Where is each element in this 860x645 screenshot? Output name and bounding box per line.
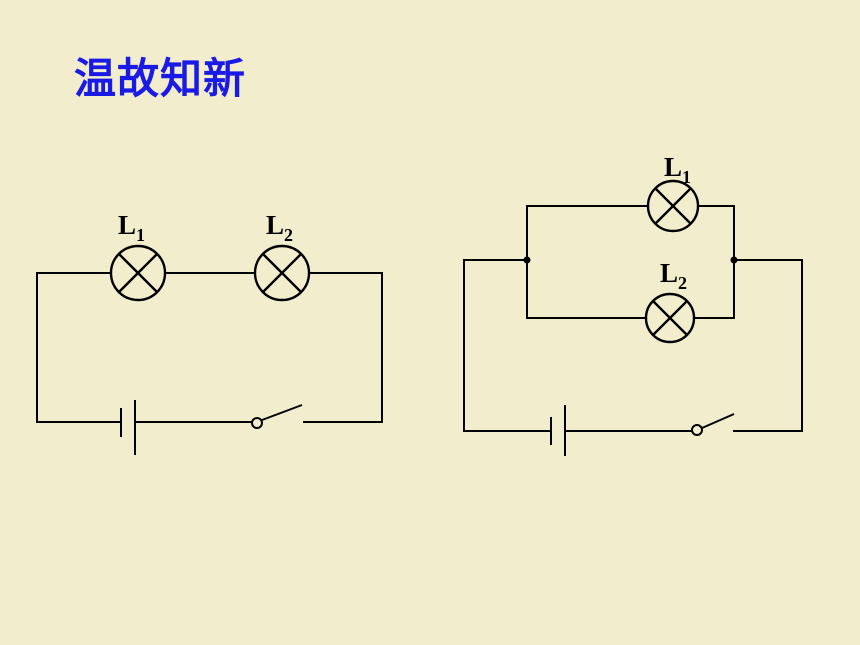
label-subscript: 2 [678, 273, 687, 293]
switch-blade [701, 413, 735, 429]
label-letter: L [664, 152, 682, 182]
series-switch[interactable] [251, 404, 303, 429]
switch-blade [261, 404, 303, 421]
parallel-lamp-1-label: L1 [664, 152, 691, 187]
parallel-lamp-2 [644, 292, 696, 344]
parallel-branch-1-left [526, 205, 648, 260]
label-letter: L [266, 210, 284, 240]
switch-pivot [251, 417, 263, 429]
slide-title: 温故知新 [74, 54, 247, 103]
parallel-battery [550, 405, 566, 456]
parallel-switch[interactable] [691, 413, 735, 436]
series-circuit: L1 L2 [36, 210, 383, 455]
series-lamp-2-label: L2 [266, 210, 293, 245]
series-lamp-1 [109, 244, 167, 302]
parallel-circuit: L1 L2 [463, 152, 803, 456]
parallel-wire-left-outer [463, 259, 551, 432]
lamp-cross [118, 253, 158, 293]
parallel-lamp-1 [646, 179, 700, 233]
parallel-junction-right [730, 256, 738, 264]
label-letter: L [118, 210, 136, 240]
label-subscript: 1 [136, 225, 145, 245]
parallel-junction-left [523, 256, 531, 264]
lamp-cross [262, 253, 302, 293]
label-subscript: 2 [284, 225, 293, 245]
series-battery [120, 400, 136, 455]
series-wire-right [303, 272, 383, 423]
series-wire-top-left [36, 272, 121, 423]
parallel-branch-2-right [694, 260, 735, 319]
label-subscript: 1 [682, 167, 691, 187]
series-lamp-2 [253, 244, 311, 302]
series-lamp-1-label: L1 [118, 210, 145, 245]
parallel-wire-right-outer [733, 259, 803, 432]
parallel-lamp-2-label: L2 [660, 258, 687, 293]
parallel-branch-2-left [526, 260, 646, 319]
parallel-branch-1-right [698, 205, 735, 260]
switch-pivot [691, 424, 703, 436]
label-letter: L [660, 258, 678, 288]
lamp-cross [654, 187, 692, 225]
lamp-cross [652, 300, 688, 336]
